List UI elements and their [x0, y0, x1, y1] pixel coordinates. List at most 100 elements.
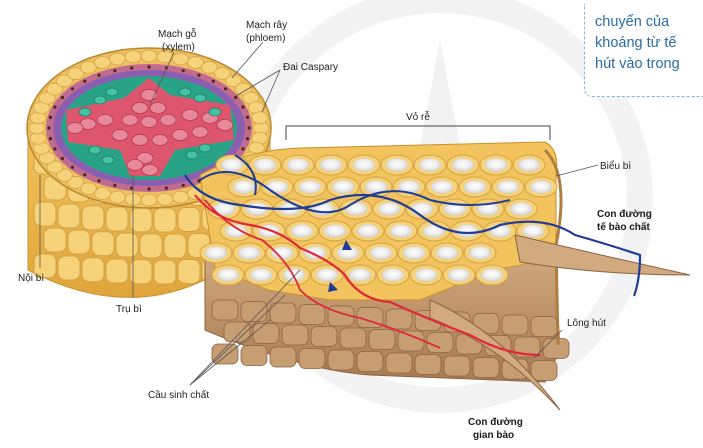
casparian-dot: [224, 87, 227, 90]
brown-cell: [398, 331, 424, 351]
cortex-cell-vacuole: [221, 159, 243, 172]
cortex-cell-vacuole: [287, 159, 309, 172]
ring-cell: [94, 187, 110, 199]
casparian-dot: [71, 166, 74, 169]
casparian-dot: [234, 96, 237, 99]
cortex-cell-vacuole: [489, 225, 511, 238]
ring-cell: [188, 187, 204, 199]
cortex-cell-vacuole: [370, 247, 392, 260]
brown-cell: [299, 305, 325, 325]
cortex-cell-vacuole: [522, 225, 544, 238]
phloem-cell: [194, 94, 206, 102]
cortex-cell-vacuole: [320, 159, 342, 172]
casparian-dot: [97, 74, 100, 77]
label-apoplast-2: gian bào: [473, 430, 514, 441]
cortex-cell-vacuole: [291, 225, 313, 238]
casparian-dot: [113, 69, 116, 72]
ring-cell: [173, 191, 189, 203]
label-root-hair: Lông hút: [567, 318, 606, 329]
ring-cell: [125, 51, 141, 63]
ring-cell: [157, 193, 173, 205]
casparian-dot: [182, 69, 185, 72]
side-cell: [178, 259, 200, 283]
cortex-cell-vacuole: [250, 269, 272, 282]
phloem-cell: [102, 156, 114, 164]
brown-cell: [357, 352, 383, 372]
label-xylem-1: Mạch gỗ: [158, 27, 197, 40]
cortex-cell-vacuole: [448, 269, 470, 282]
label-endodermis: Nội bì: [18, 273, 44, 284]
xylem-cell: [152, 135, 168, 146]
label-phloem-1: Mạch rây: [246, 20, 287, 31]
cortex-cell-vacuole: [464, 181, 486, 194]
side-cell: [82, 258, 104, 282]
cortex-cell-vacuole: [497, 181, 519, 194]
phloem-cell: [89, 146, 101, 154]
side-cell: [154, 260, 176, 284]
side-cell: [154, 208, 176, 232]
cortex-cell-vacuole: [233, 181, 255, 194]
brown-cell: [270, 347, 296, 367]
cortex-cell-vacuole: [332, 181, 354, 194]
side-cell: [116, 233, 138, 257]
text-excerpt-line-1: chuyển của: [595, 12, 703, 33]
brown-cell: [427, 333, 453, 353]
casparian-dot: [241, 147, 244, 150]
label-phloem-2: (phloem): [246, 33, 285, 44]
cortex-cell-vacuole: [386, 159, 408, 172]
casparian-dot: [147, 65, 150, 68]
casparian-dot: [241, 106, 244, 109]
brown-cell: [299, 349, 325, 369]
cortex-cell-vacuole: [205, 247, 227, 260]
casparian-dot: [83, 173, 86, 176]
side-cell: [34, 202, 56, 226]
cortex-cell-vacuole: [403, 247, 425, 260]
label-plasmodesmata: Cầu sinh chất: [148, 389, 209, 401]
cortex-cell-vacuole: [456, 225, 478, 238]
label-symplast-2: tế bào chất: [597, 221, 650, 233]
casparian-dot: [53, 147, 56, 150]
casparian-dot: [97, 179, 100, 182]
label-pericycle: Trụ bì: [116, 304, 142, 315]
phloem-cell: [199, 144, 211, 152]
brown-cell: [531, 317, 557, 337]
cortex-cell-vacuole: [419, 159, 441, 172]
xylem-cell: [97, 115, 113, 126]
cortex-cell-vacuole: [378, 203, 400, 216]
side-cell: [140, 234, 162, 258]
cortex-cell-vacuole: [431, 181, 453, 194]
xylem-cell: [217, 120, 233, 131]
side-cell: [82, 206, 104, 230]
casparian-dot: [113, 184, 116, 187]
brown-cell: [311, 327, 337, 347]
cortex-cell-vacuole: [353, 159, 375, 172]
brown-cell: [543, 339, 569, 359]
cortex-cell-vacuole: [299, 181, 321, 194]
brown-cell: [328, 350, 354, 370]
xylem-cell: [150, 103, 166, 114]
xylem-cell: [122, 115, 138, 126]
label-casparian: Đai Caspary: [283, 62, 338, 73]
brown-cell: [386, 353, 412, 373]
side-cell: [44, 228, 66, 252]
brown-cell: [531, 361, 557, 381]
cortex-cell-vacuole: [316, 269, 338, 282]
side-cell: [58, 204, 80, 228]
xylem-cell: [132, 103, 148, 114]
brown-cell: [473, 358, 499, 378]
brown-cell: [253, 324, 279, 344]
xylem-cell: [67, 123, 83, 134]
ring-cell: [109, 53, 125, 65]
casparian-dot: [49, 116, 52, 119]
cortex-cell-vacuole: [266, 181, 288, 194]
text-excerpt-box: chuyển của khoáng từ tế hút vào trong: [584, 4, 703, 97]
casparian-dot: [49, 137, 52, 140]
label-cortex: Vỏ rễ: [406, 110, 430, 123]
phloem-cell: [186, 151, 198, 159]
casparian-dot: [182, 184, 185, 187]
casparian-dot: [147, 187, 150, 190]
side-cell: [164, 234, 186, 258]
label-epidermis: Biểu bì: [600, 160, 631, 172]
brown-cell: [415, 355, 441, 375]
side-cell: [106, 259, 128, 283]
